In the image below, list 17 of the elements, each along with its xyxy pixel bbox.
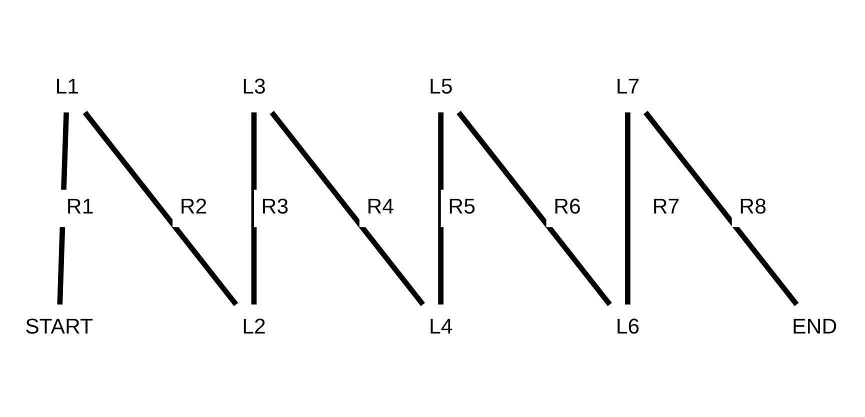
edge-label: R8 — [739, 194, 766, 219]
edge-label: R7 — [652, 194, 680, 219]
edge-label: R2 — [180, 194, 208, 219]
node-text: L7 — [616, 74, 640, 98]
node-text: L3 — [242, 74, 266, 98]
node-text: END — [792, 314, 838, 339]
node-text: L5 — [428, 74, 453, 98]
edge-label: R4 — [366, 194, 394, 219]
edge-label: R5 — [448, 194, 476, 219]
edge-label: R3 — [261, 194, 289, 219]
node-text: L4 — [428, 314, 453, 339]
edge-label: R1 — [66, 194, 94, 219]
edge-label: R6 — [554, 194, 581, 219]
node-text: L2 — [242, 314, 266, 339]
node-text: START — [25, 314, 94, 339]
node-text: L6 — [616, 314, 640, 339]
node-text: L1 — [55, 74, 79, 98]
